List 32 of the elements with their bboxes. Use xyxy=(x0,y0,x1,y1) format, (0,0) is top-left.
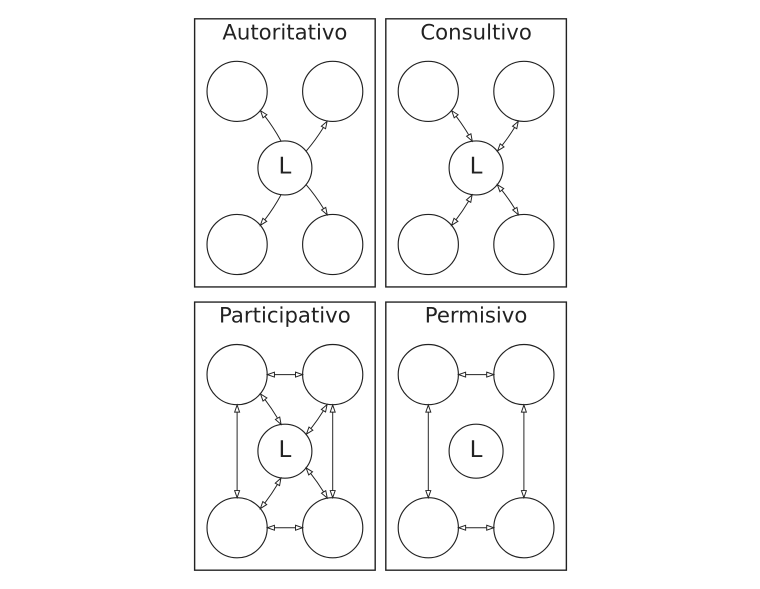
arrow xyxy=(265,524,304,531)
arrow xyxy=(456,371,495,378)
arrow xyxy=(258,194,281,226)
arrow xyxy=(305,120,328,152)
arrow xyxy=(450,194,472,226)
arrow xyxy=(265,371,304,378)
node-circle xyxy=(302,60,363,122)
node-circle xyxy=(492,497,554,558)
arrow xyxy=(305,403,328,436)
node-circle: L xyxy=(256,140,312,196)
arrow xyxy=(259,110,282,142)
arrow xyxy=(304,466,328,500)
arrow xyxy=(450,110,472,142)
node-circle xyxy=(397,497,458,558)
arrow xyxy=(520,404,527,500)
node-circle xyxy=(302,214,363,276)
node-circle: L xyxy=(448,424,504,479)
node-circle xyxy=(492,344,554,406)
node-circle xyxy=(302,344,363,406)
arrow xyxy=(496,120,519,152)
arrow xyxy=(305,184,328,216)
arrow xyxy=(329,404,336,500)
arrow xyxy=(259,392,282,426)
node-circle xyxy=(397,344,458,406)
arrow xyxy=(496,184,519,216)
arrow xyxy=(233,404,240,500)
arrow xyxy=(456,524,495,531)
node-circle xyxy=(492,214,554,276)
arrow xyxy=(424,404,431,500)
node-circle xyxy=(302,497,363,558)
node-circle xyxy=(492,60,554,122)
arrow xyxy=(258,476,282,510)
